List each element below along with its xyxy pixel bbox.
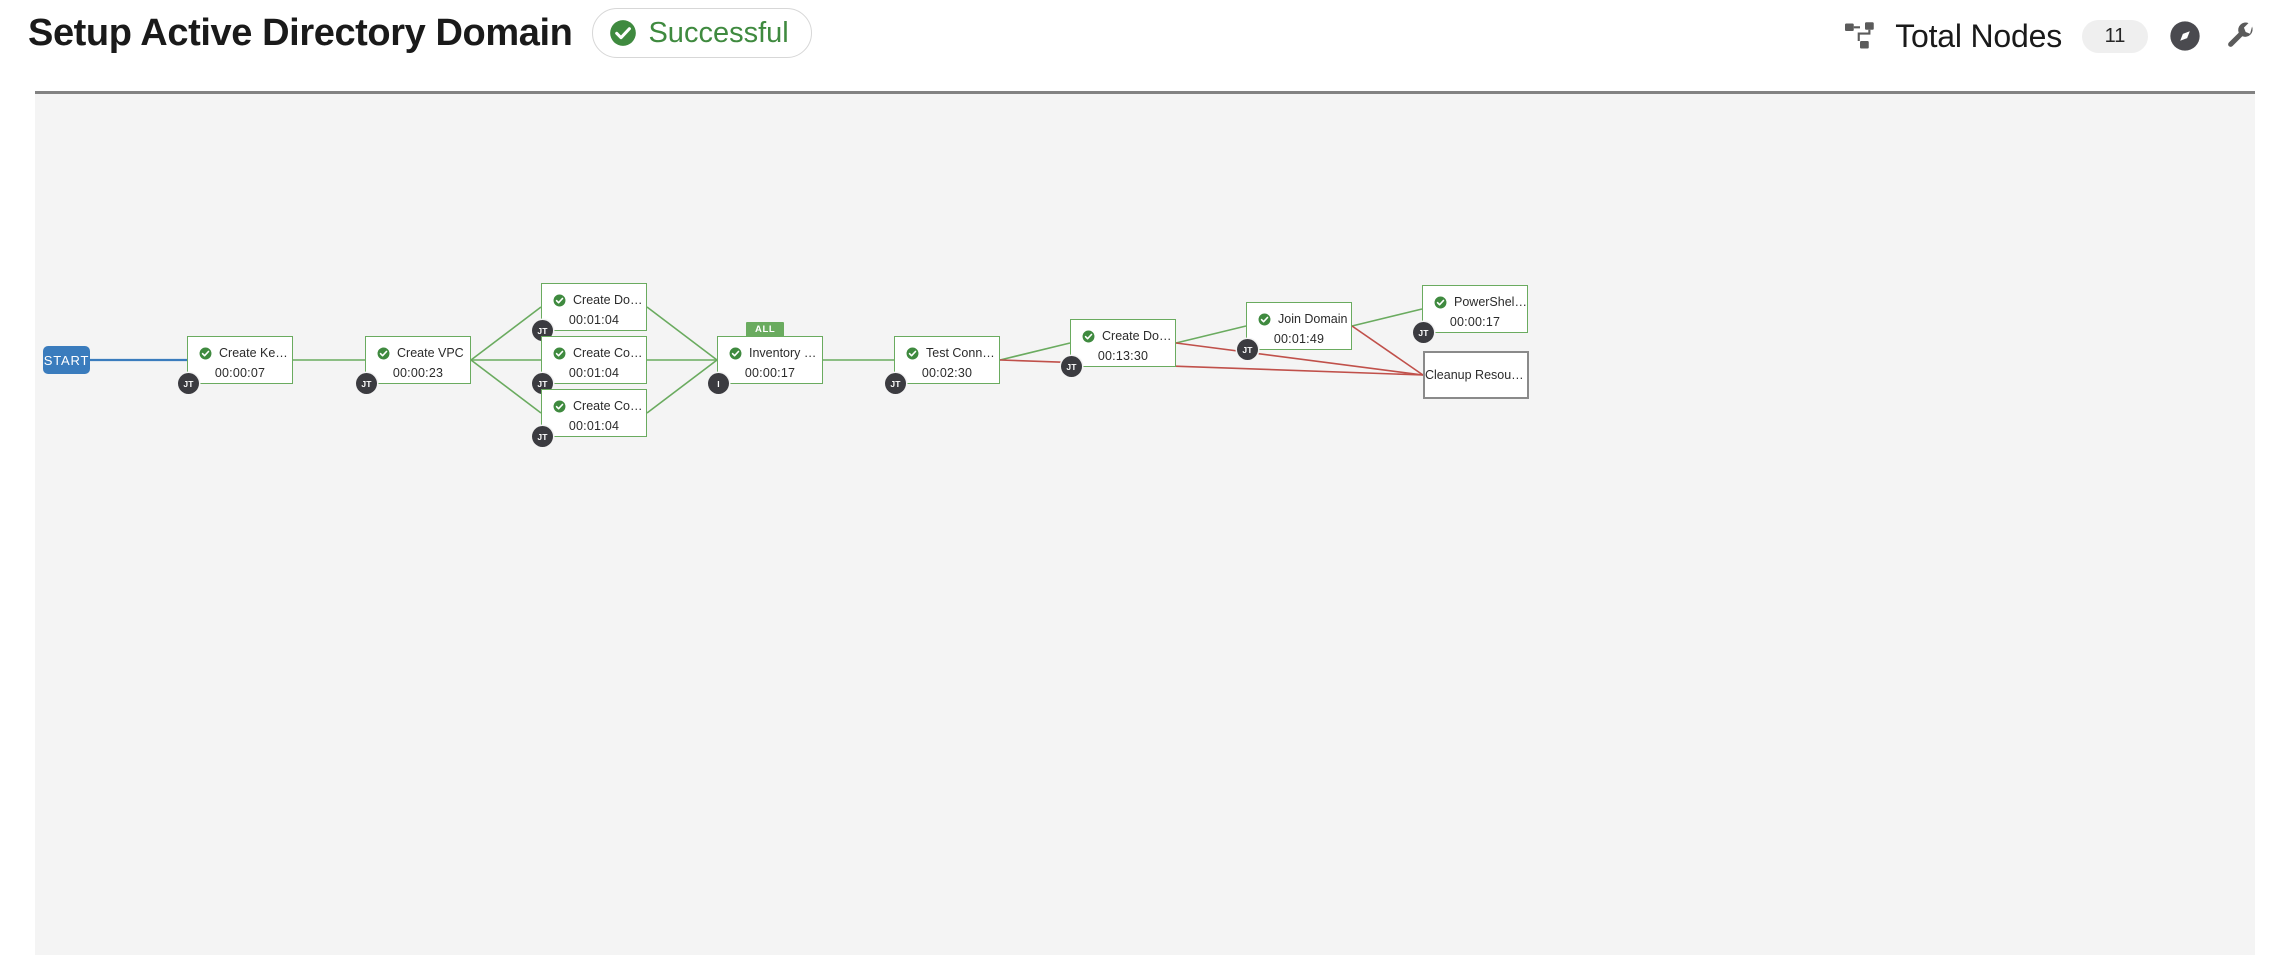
- node-create-computer-1[interactable]: Create Computer (1) 00:01:04: [541, 336, 647, 384]
- wrench-icon[interactable]: [2222, 17, 2260, 55]
- page-header: Setup Active Directory Domain Successful: [0, 0, 2290, 94]
- credential-badge[interactable]: JT: [532, 320, 553, 341]
- header-right-group: Total Nodes 11: [1843, 12, 2260, 60]
- node-header: PowerShell Validation: [1423, 286, 1527, 309]
- check-circle-icon: [609, 19, 637, 47]
- start-node[interactable]: START: [43, 346, 90, 374]
- credential-badge[interactable]: JT: [1413, 322, 1434, 343]
- node-create-vpc[interactable]: Create VPC 00:00:23: [365, 336, 471, 384]
- node-elapsed: 00:01:04: [568, 313, 620, 327]
- node-title: Test Connectivity: [926, 346, 999, 360]
- node-header: Create VPC: [366, 337, 470, 360]
- node-cleanup-resources[interactable]: Cleanup Resources: [1423, 351, 1529, 399]
- node-elapsed: 00:02:30: [921, 366, 973, 380]
- edge-joindom-cleanup: [1351, 325, 1424, 376]
- node-header: Create Keypair: [188, 337, 292, 360]
- node-title: Inventory Sync: [749, 346, 822, 360]
- check-circle-icon: [553, 294, 566, 307]
- node-elapsed: 00:01:04: [568, 366, 620, 380]
- total-nodes-label: Total Nodes: [1895, 17, 2062, 54]
- node-test-connectivity[interactable]: Test Connectivity 00:02:30: [894, 336, 1000, 384]
- total-nodes-count: 11: [2082, 19, 2148, 53]
- credential-badge[interactable]: JT: [1061, 356, 1082, 377]
- node-elapsed: 00:00:17: [744, 366, 796, 380]
- node-create-domain[interactable]: Create Domain 00:13:30: [1070, 319, 1176, 367]
- compass-icon[interactable]: [2166, 17, 2204, 55]
- node-header: Test Connectivity: [895, 337, 999, 360]
- node-elapsed: 00:13:30: [1097, 349, 1149, 363]
- node-powershell-validation[interactable]: PowerShell Validation 00:00:17: [1422, 285, 1528, 333]
- node-create-computer-2[interactable]: Create Computer (2) 00:01:04: [541, 389, 647, 437]
- check-circle-icon: [906, 347, 919, 360]
- status-label: Successful: [648, 16, 789, 49]
- edge-testconn-createdom: [999, 342, 1071, 361]
- credential-badge[interactable]: JT: [532, 373, 553, 394]
- status-badge: Successful: [592, 8, 812, 58]
- edge-vpc-dc: [470, 306, 542, 361]
- check-circle-icon: [377, 347, 390, 360]
- node-header: Create Domain Contr...: [542, 284, 646, 307]
- header-left-group: Setup Active Directory Domain Successful: [28, 8, 812, 58]
- edge-vpc-comp2: [470, 359, 542, 414]
- credential-badge[interactable]: JT: [356, 373, 377, 394]
- credential-badge[interactable]: JT: [178, 373, 199, 394]
- node-join-domain[interactable]: Join Domain 00:01:49: [1246, 302, 1352, 350]
- check-circle-icon: [729, 347, 742, 360]
- header-divider: [35, 91, 2255, 94]
- check-circle-icon: [553, 347, 566, 360]
- node-header: Inventory Sync: [718, 337, 822, 360]
- node-title: Create Computer (1): [573, 346, 646, 360]
- credential-badge[interactable]: JT: [1237, 339, 1258, 360]
- check-circle-icon: [1258, 313, 1271, 326]
- check-circle-icon: [553, 400, 566, 413]
- inventory-badge[interactable]: I: [708, 373, 729, 394]
- page-title: Setup Active Directory Domain: [28, 11, 573, 54]
- node-elapsed: 00:01:49: [1273, 332, 1325, 346]
- workflow-edges: [90, 306, 1424, 414]
- node-title: Create Domain Contr...: [573, 293, 646, 307]
- node-header: Join Domain: [1247, 303, 1351, 326]
- edge-joindom-psvalid: [1351, 308, 1423, 327]
- node-inventory-sync[interactable]: Inventory Sync 00:00:17: [717, 336, 823, 384]
- node-create-domain-controller[interactable]: Create Domain Contr... 00:01:04: [541, 283, 647, 331]
- node-elapsed: 00:00:23: [392, 366, 444, 380]
- credential-badge[interactable]: JT: [885, 373, 906, 394]
- node-elapsed: 00:00:07: [214, 366, 266, 380]
- edge-createdom-cleanup: [1175, 342, 1424, 376]
- check-circle-icon: [1082, 330, 1095, 343]
- node-title: Join Domain: [1278, 312, 1348, 326]
- node-title: PowerShell Validation: [1454, 295, 1527, 309]
- node-header: Create Computer (2): [542, 390, 646, 413]
- inventory-all-badge: ALL: [746, 322, 785, 337]
- edge-createdom-joindom: [1175, 325, 1247, 344]
- node-header: Create Computer (1): [542, 337, 646, 360]
- node-title: Create Keypair: [219, 346, 292, 360]
- node-elapsed: 00:01:04: [568, 419, 620, 433]
- node-header: Create Domain: [1071, 320, 1175, 343]
- node-title: Create Computer (2): [573, 399, 646, 413]
- node-elapsed: 00:00:17: [1449, 315, 1501, 329]
- node-title: Create VPC: [397, 346, 464, 360]
- workflow-canvas[interactable]: START Create Keypair 00:00:07 JT: [35, 94, 2255, 955]
- node-title: Cleanup Resources: [1425, 368, 1527, 382]
- hierarchy-icon: [1843, 21, 1877, 51]
- credential-badge[interactable]: JT: [532, 426, 553, 447]
- node-create-keypair[interactable]: Create Keypair 00:00:07: [187, 336, 293, 384]
- check-circle-icon: [199, 347, 212, 360]
- check-circle-icon: [1434, 296, 1447, 309]
- node-title: Create Domain: [1102, 329, 1175, 343]
- edge-comp2-inventory: [646, 359, 718, 414]
- edge-dc-inventory: [646, 306, 718, 361]
